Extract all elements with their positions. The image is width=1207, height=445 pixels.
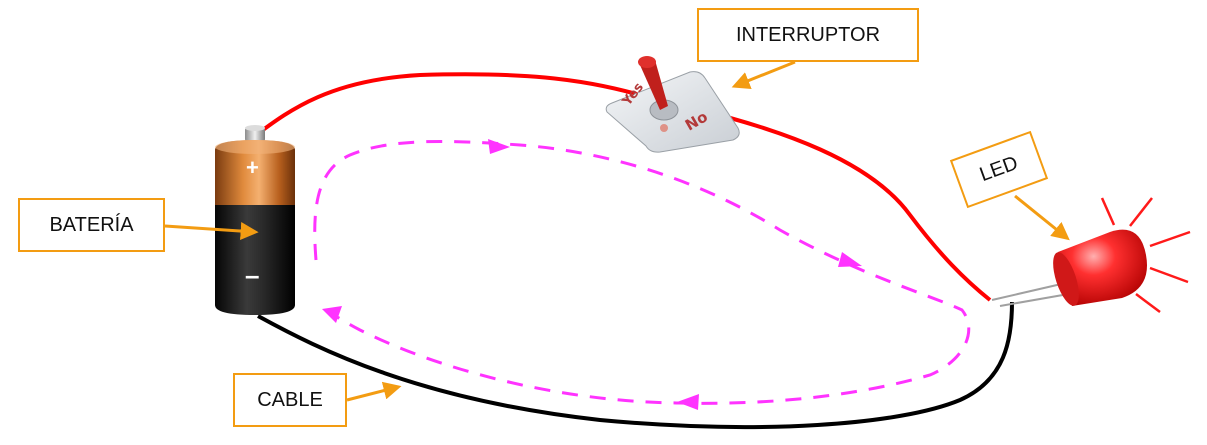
led-pointer-arrow: [1014, 194, 1070, 241]
current-arrow: [677, 394, 699, 410]
battery: [215, 125, 295, 315]
cable-label: CABLE: [233, 373, 347, 427]
current-arrow: [322, 306, 342, 323]
bateria-pointer-arrow: [164, 222, 259, 241]
interruptor-pointer-arrow: [731, 60, 796, 90]
interruptor-label: INTERRUPTOR: [697, 8, 919, 62]
positive-wire-right: [699, 108, 992, 302]
current-arrow: [488, 139, 510, 154]
cable-pointer-arrow: [346, 381, 402, 402]
positive-wire: [254, 72, 641, 137]
bateria-label: BATERÍA: [18, 198, 165, 252]
current-arrow: [838, 252, 862, 267]
negative-wire: [257, 301, 1014, 430]
battery-positive-sign: +: [246, 155, 259, 180]
led: [991, 197, 1191, 313]
current-flow-path: [313, 139, 971, 405]
switch: [605, 56, 740, 153]
battery-negative-sign: –: [245, 260, 260, 290]
